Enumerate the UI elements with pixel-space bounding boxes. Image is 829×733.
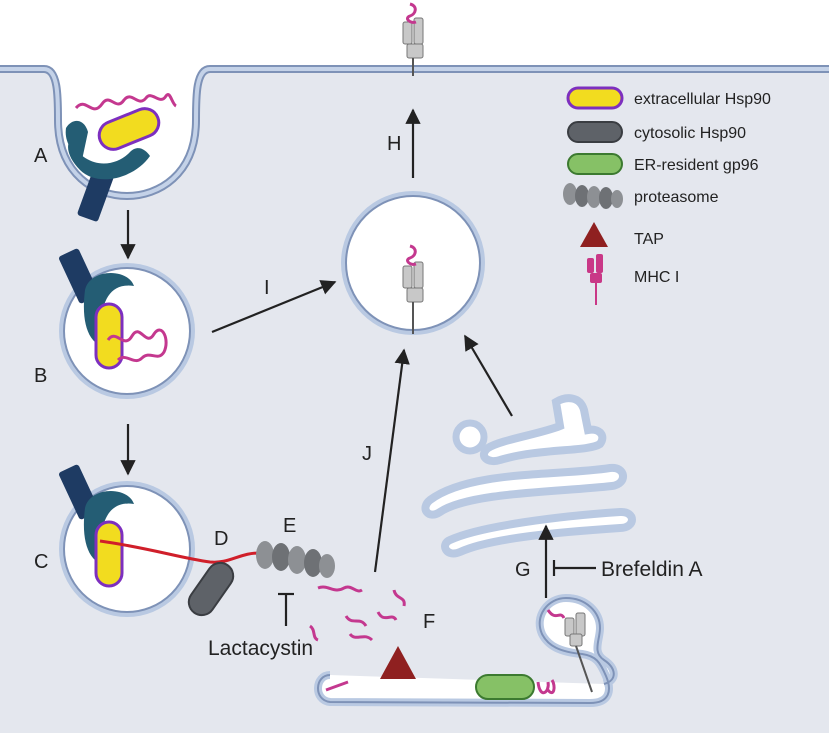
extracellular-hsp90-c	[94, 520, 124, 588]
peptide-b	[106, 328, 168, 363]
er-gp96	[475, 674, 535, 700]
receptor-arms-a	[68, 140, 150, 180]
legend-proteasome: proteasome	[634, 189, 719, 206]
plasma-membrane-inner	[0, 67, 829, 199]
cytosolic-hsp90-icon	[567, 121, 623, 143]
label-i: I	[264, 277, 270, 299]
tap-f	[380, 646, 416, 679]
label-a: A	[34, 145, 48, 167]
extracellular-hsp90-b	[94, 302, 124, 370]
label-j: J	[362, 443, 372, 465]
peptide-a	[74, 93, 177, 111]
cytosolic-hsp90-d	[187, 561, 235, 617]
legend-mhc-class-i: MHC I	[634, 269, 679, 286]
mhc-er-exit	[546, 609, 593, 693]
degraded-chain	[99, 539, 263, 564]
mhc-class-i-icon	[587, 254, 603, 305]
label-c: C	[34, 551, 48, 573]
arrows	[120, 108, 596, 626]
cytosolic-peptides	[309, 585, 406, 642]
label-d: D	[214, 528, 228, 550]
golgi-cisterna-1	[479, 394, 607, 465]
arrow-golgi-to-endosome	[464, 334, 513, 417]
extracellular-hsp90-a	[97, 107, 161, 151]
tap-icon	[580, 222, 608, 247]
legend-er-gp96: ER-resident gp96	[634, 157, 759, 174]
proteasome-e	[256, 541, 335, 578]
er-peptide	[325, 680, 349, 692]
receptor-stem-a	[77, 166, 115, 222]
label-g: G	[515, 559, 531, 581]
label-f: F	[423, 611, 435, 633]
proteasome-icon	[563, 183, 623, 209]
uptake-site-a	[65, 93, 177, 222]
receptor-arm-left-a	[65, 120, 88, 160]
arrow-j	[373, 348, 410, 573]
endosome-c	[59, 464, 263, 617]
extracellular-hsp90-icon	[566, 86, 624, 110]
legend-extracellular-hsp90: extracellular Hsp90	[634, 91, 771, 108]
arrow-i	[211, 280, 337, 334]
loading-compartment	[341, 191, 485, 335]
surface-mhc	[402, 2, 424, 76]
legend-tap: TAP	[634, 231, 664, 248]
brefeldin-label: Brefeldin A	[601, 558, 703, 581]
endosome-b	[59, 248, 195, 399]
golgi-cisterna-2	[421, 463, 627, 519]
label-e: E	[283, 515, 296, 537]
er-peptide-2	[536, 679, 556, 695]
cytoplasm	[0, 69, 829, 733]
golgi-vesicle	[452, 419, 488, 455]
er-lumen	[317, 596, 615, 705]
lactacystin-label: Lactacystin	[208, 637, 313, 660]
legend: extracellular Hsp90 cytosolic Hsp90 ER-r…	[563, 86, 771, 305]
label-h: H	[387, 133, 401, 155]
legend-cytosolic-hsp90: cytosolic Hsp90	[634, 125, 746, 142]
label-b: B	[34, 365, 47, 387]
er-gp96-icon	[567, 153, 623, 175]
